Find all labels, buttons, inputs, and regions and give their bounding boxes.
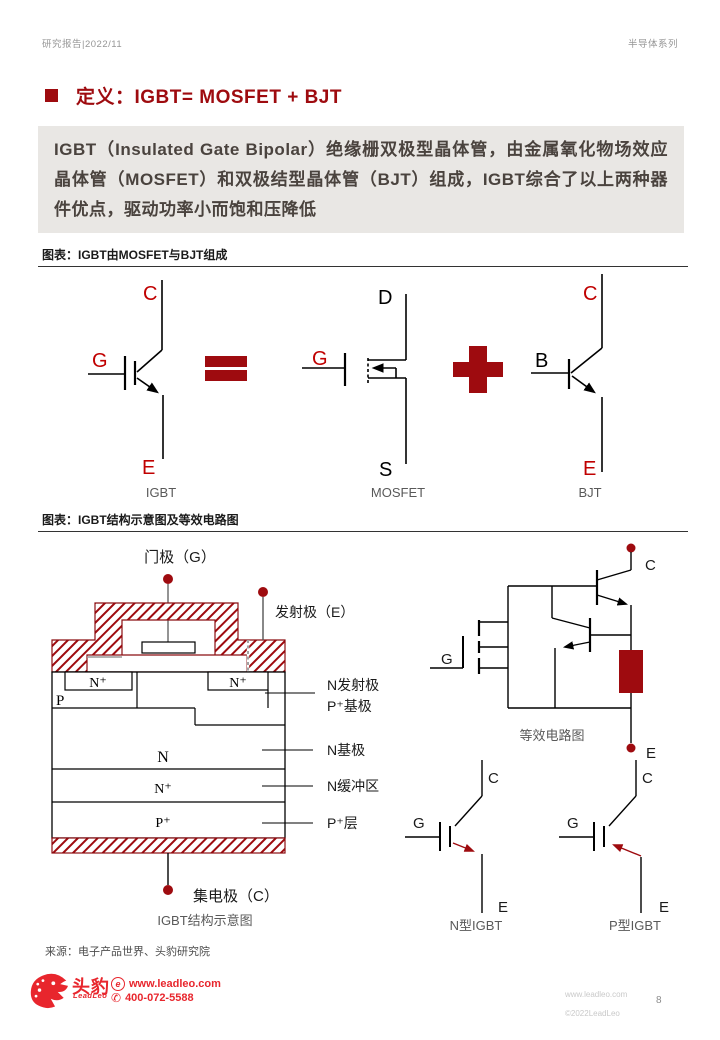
- p-plus-region-label: P⁺: [155, 816, 170, 831]
- plus-sign: [453, 346, 503, 393]
- gate-terminal-label: 门极（G）: [144, 549, 216, 566]
- mosfet-source-label: S: [379, 459, 392, 481]
- pointer-p-base: P⁺基极: [327, 698, 372, 714]
- equals-sign: [205, 356, 247, 381]
- source-line: 来源：电子产品世界、头豹研究院: [45, 946, 210, 958]
- igbt-symbol: C G E IGBT: [88, 280, 176, 500]
- p-igbt-g-label: G: [567, 815, 579, 832]
- leadleo-e-icon: e: [111, 977, 125, 991]
- pointer-p-plus-layer: P⁺层: [327, 815, 358, 831]
- p-igbt-symbol: C G E P型IGBT: [559, 760, 669, 933]
- n-igbt-c-label: C: [488, 770, 499, 787]
- page-title: 定义：IGBT= MOSFET + BJT: [76, 87, 342, 108]
- figure1-rule: [38, 266, 688, 267]
- emitter-terminal-label: 发射极（E）: [275, 604, 354, 620]
- emitter-terminal-dot: [258, 587, 268, 597]
- pointer-n-emitter: N发射极: [327, 677, 379, 693]
- equiv-c-label: C: [645, 557, 656, 574]
- title-bullet-square: [45, 89, 58, 102]
- n-igbt-g-label: G: [413, 815, 425, 832]
- pointer-n-buffer: N缓冲区: [327, 778, 379, 794]
- page-number: 8: [656, 995, 662, 1006]
- footer-copyright: ©2022LeadLeo: [565, 1009, 620, 1018]
- bjt-base-label: B: [535, 350, 548, 372]
- mosfet-gate-label: G: [312, 348, 328, 370]
- phone-icon: ✆: [111, 991, 122, 1005]
- pointer-n-base: N基极: [327, 742, 365, 758]
- figure2-label: 图表：IGBT结构示意图及等效电路图: [42, 513, 239, 527]
- footer-website-right: www.leadleo.com: [565, 990, 628, 999]
- leadleo-leopard-logo: [30, 973, 68, 1009]
- n-igbt-caption: N型IGBT: [450, 918, 503, 933]
- igbt-collector-label: C: [143, 283, 157, 305]
- brand-subname: LeadLeo: [73, 991, 108, 1000]
- brand-name: 头豹: [72, 977, 110, 997]
- bjt-collector-label: C: [583, 283, 597, 305]
- figure1-diagram: C G E IGBT D G S MOSFET C: [88, 274, 603, 500]
- equiv-c-dot: [626, 543, 636, 553]
- p-igbt-caption: P型IGBT: [609, 918, 661, 933]
- mosfet-symbol: D G S MOSFET: [302, 287, 425, 500]
- n-plus-left-label: N⁺: [89, 676, 107, 691]
- gate-terminal-dot: [163, 574, 173, 584]
- p-igbt-e-label: E: [659, 899, 669, 916]
- footer-website[interactable]: www.leadleo.com: [129, 978, 221, 990]
- n-base-region-label: N: [157, 749, 169, 766]
- equivalent-circuit: C E G 等效电路图: [430, 543, 656, 762]
- n-plus-left-region: [64, 671, 133, 691]
- mosfet-drain-label: D: [378, 287, 392, 309]
- equiv-resistor: [619, 650, 643, 693]
- report-series-right: 半导体系列: [627, 39, 678, 50]
- igbt-caption: IGBT: [146, 485, 176, 500]
- collector-metal-hatched: [51, 837, 286, 854]
- bjt-caption: BJT: [578, 485, 601, 500]
- igbt-structure: 门极（G） 发射极（E） N⁺ N⁺ P N N⁺ P⁺: [51, 549, 379, 928]
- p-igbt-c-label: C: [642, 770, 653, 787]
- summary-box: IGBT（Insulated Gate Bipolar）绝缘栅双极型晶体管，由金…: [38, 126, 684, 233]
- n-igbt-symbol: C G E N型IGBT: [405, 760, 508, 933]
- mosfet-caption: MOSFET: [371, 485, 425, 500]
- bjt-symbol: C B E BJT: [531, 274, 603, 500]
- footer-phone: 400-072-5588: [125, 992, 194, 1004]
- figure2-rule: [38, 531, 688, 532]
- equiv-g-label: G: [441, 651, 453, 668]
- equivalent-caption: 等效电路图: [519, 728, 584, 743]
- structure-caption: IGBT结构示意图: [157, 913, 252, 928]
- equiv-e-label: E: [646, 745, 656, 762]
- figure2-diagram: 门极（G） 发射极（E） N⁺ N⁺ P N N⁺ P⁺: [51, 543, 669, 933]
- p-region-label: P: [56, 693, 64, 709]
- n-igbt-e-label: E: [498, 899, 508, 916]
- collector-terminal-label: 集电极（C）: [193, 888, 279, 905]
- n-plus-right-region: [207, 671, 269, 691]
- collector-terminal-dot: [163, 885, 173, 895]
- n-plus-right-label: N⁺: [229, 676, 247, 691]
- bjt-emitter-label: E: [583, 458, 596, 480]
- figure1-label: 图表：IGBT由MOSFET与BJT组成: [42, 248, 228, 262]
- equiv-e-dot: [626, 743, 636, 753]
- igbt-emitter-label: E: [142, 457, 155, 479]
- n-buffer-region-label: N⁺: [154, 782, 172, 797]
- igbt-gate-label: G: [92, 350, 108, 372]
- gate-electrode: [141, 641, 196, 654]
- silicon-body: [51, 671, 286, 839]
- pointer-lines: [262, 692, 315, 824]
- p-well-boundary: [52, 672, 285, 726]
- report-series-left: 研究报告|2022/11: [42, 39, 123, 50]
